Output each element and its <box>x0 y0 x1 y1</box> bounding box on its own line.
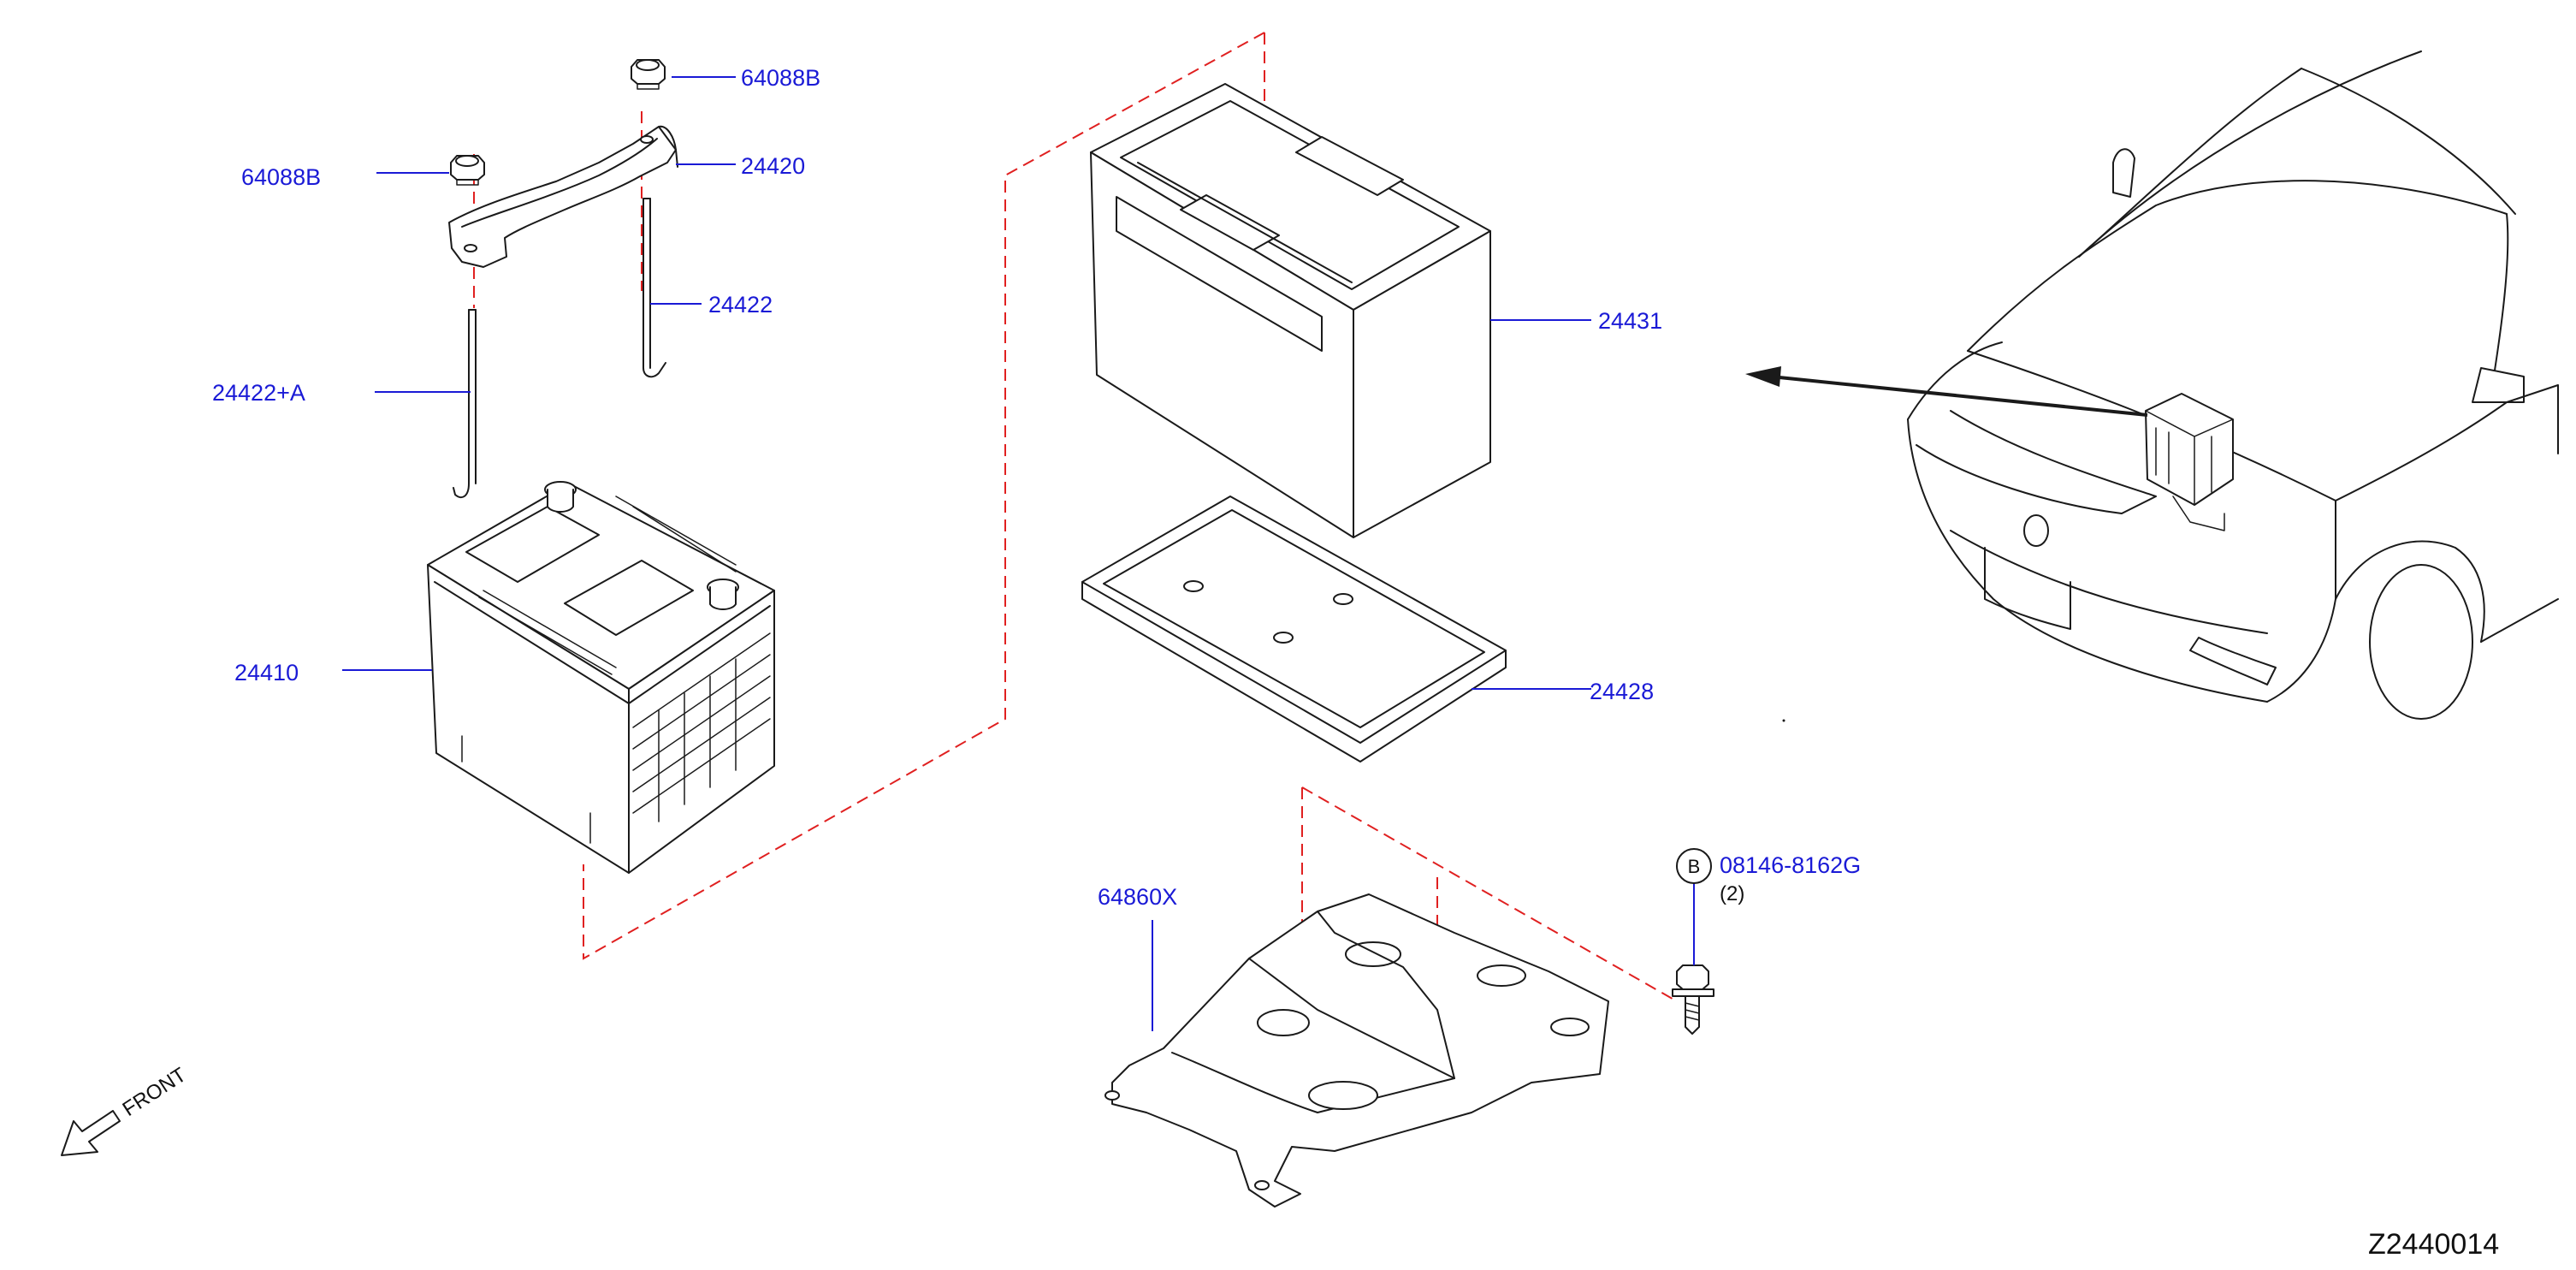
vehicle-locator-drawing <box>1745 50 2559 720</box>
nut-left-drawing[interactable] <box>450 155 485 186</box>
front-direction-indicator: FRONT <box>61 1063 191 1156</box>
stray-dot <box>1782 719 1785 722</box>
part-label-tray[interactable]: 24428 <box>1590 679 1654 704</box>
rod-left-drawing[interactable] <box>453 309 477 499</box>
nut-top-drawing[interactable] <box>631 59 666 90</box>
part-label-battery-box[interactable]: 24431 <box>1598 308 1662 334</box>
battery-tray-drawing[interactable] <box>1081 496 1507 763</box>
part-label-bolt[interactable]: 08146-8162G <box>1720 852 1861 878</box>
hold-down-bracket-drawing[interactable] <box>448 125 678 268</box>
part-label-bracket[interactable]: 24420 <box>741 153 805 179</box>
part-label-rod-right[interactable]: 24422 <box>708 292 773 318</box>
front-label: FRONT <box>119 1063 191 1121</box>
bolt-symbol-badge: B <box>1676 848 1712 884</box>
battery-drawing[interactable] <box>427 481 775 874</box>
part-label-battery[interactable]: 24410 <box>234 660 299 685</box>
battery-support-bracket-drawing[interactable] <box>1104 893 1609 1208</box>
rod-right-drawing[interactable] <box>643 198 666 378</box>
part-label-rod-left[interactable]: 24422+A <box>212 380 305 406</box>
part-label-support[interactable]: 64860X <box>1098 884 1177 910</box>
assembly-dashed-lines <box>473 32 1678 1002</box>
leader-lines <box>342 76 1695 1031</box>
bolt-drawing[interactable] <box>1672 964 1714 1035</box>
bolt-symbol-letter: B <box>1688 856 1701 877</box>
part-label-nut-top[interactable]: 64088B <box>741 65 820 91</box>
battery-box-drawing[interactable] <box>1090 83 1491 538</box>
diagram-reference-code: Z2440014 <box>2368 1228 2499 1261</box>
bolt-quantity: (2) <box>1720 882 1744 905</box>
part-label-nut-left[interactable]: 64088B <box>241 164 321 190</box>
